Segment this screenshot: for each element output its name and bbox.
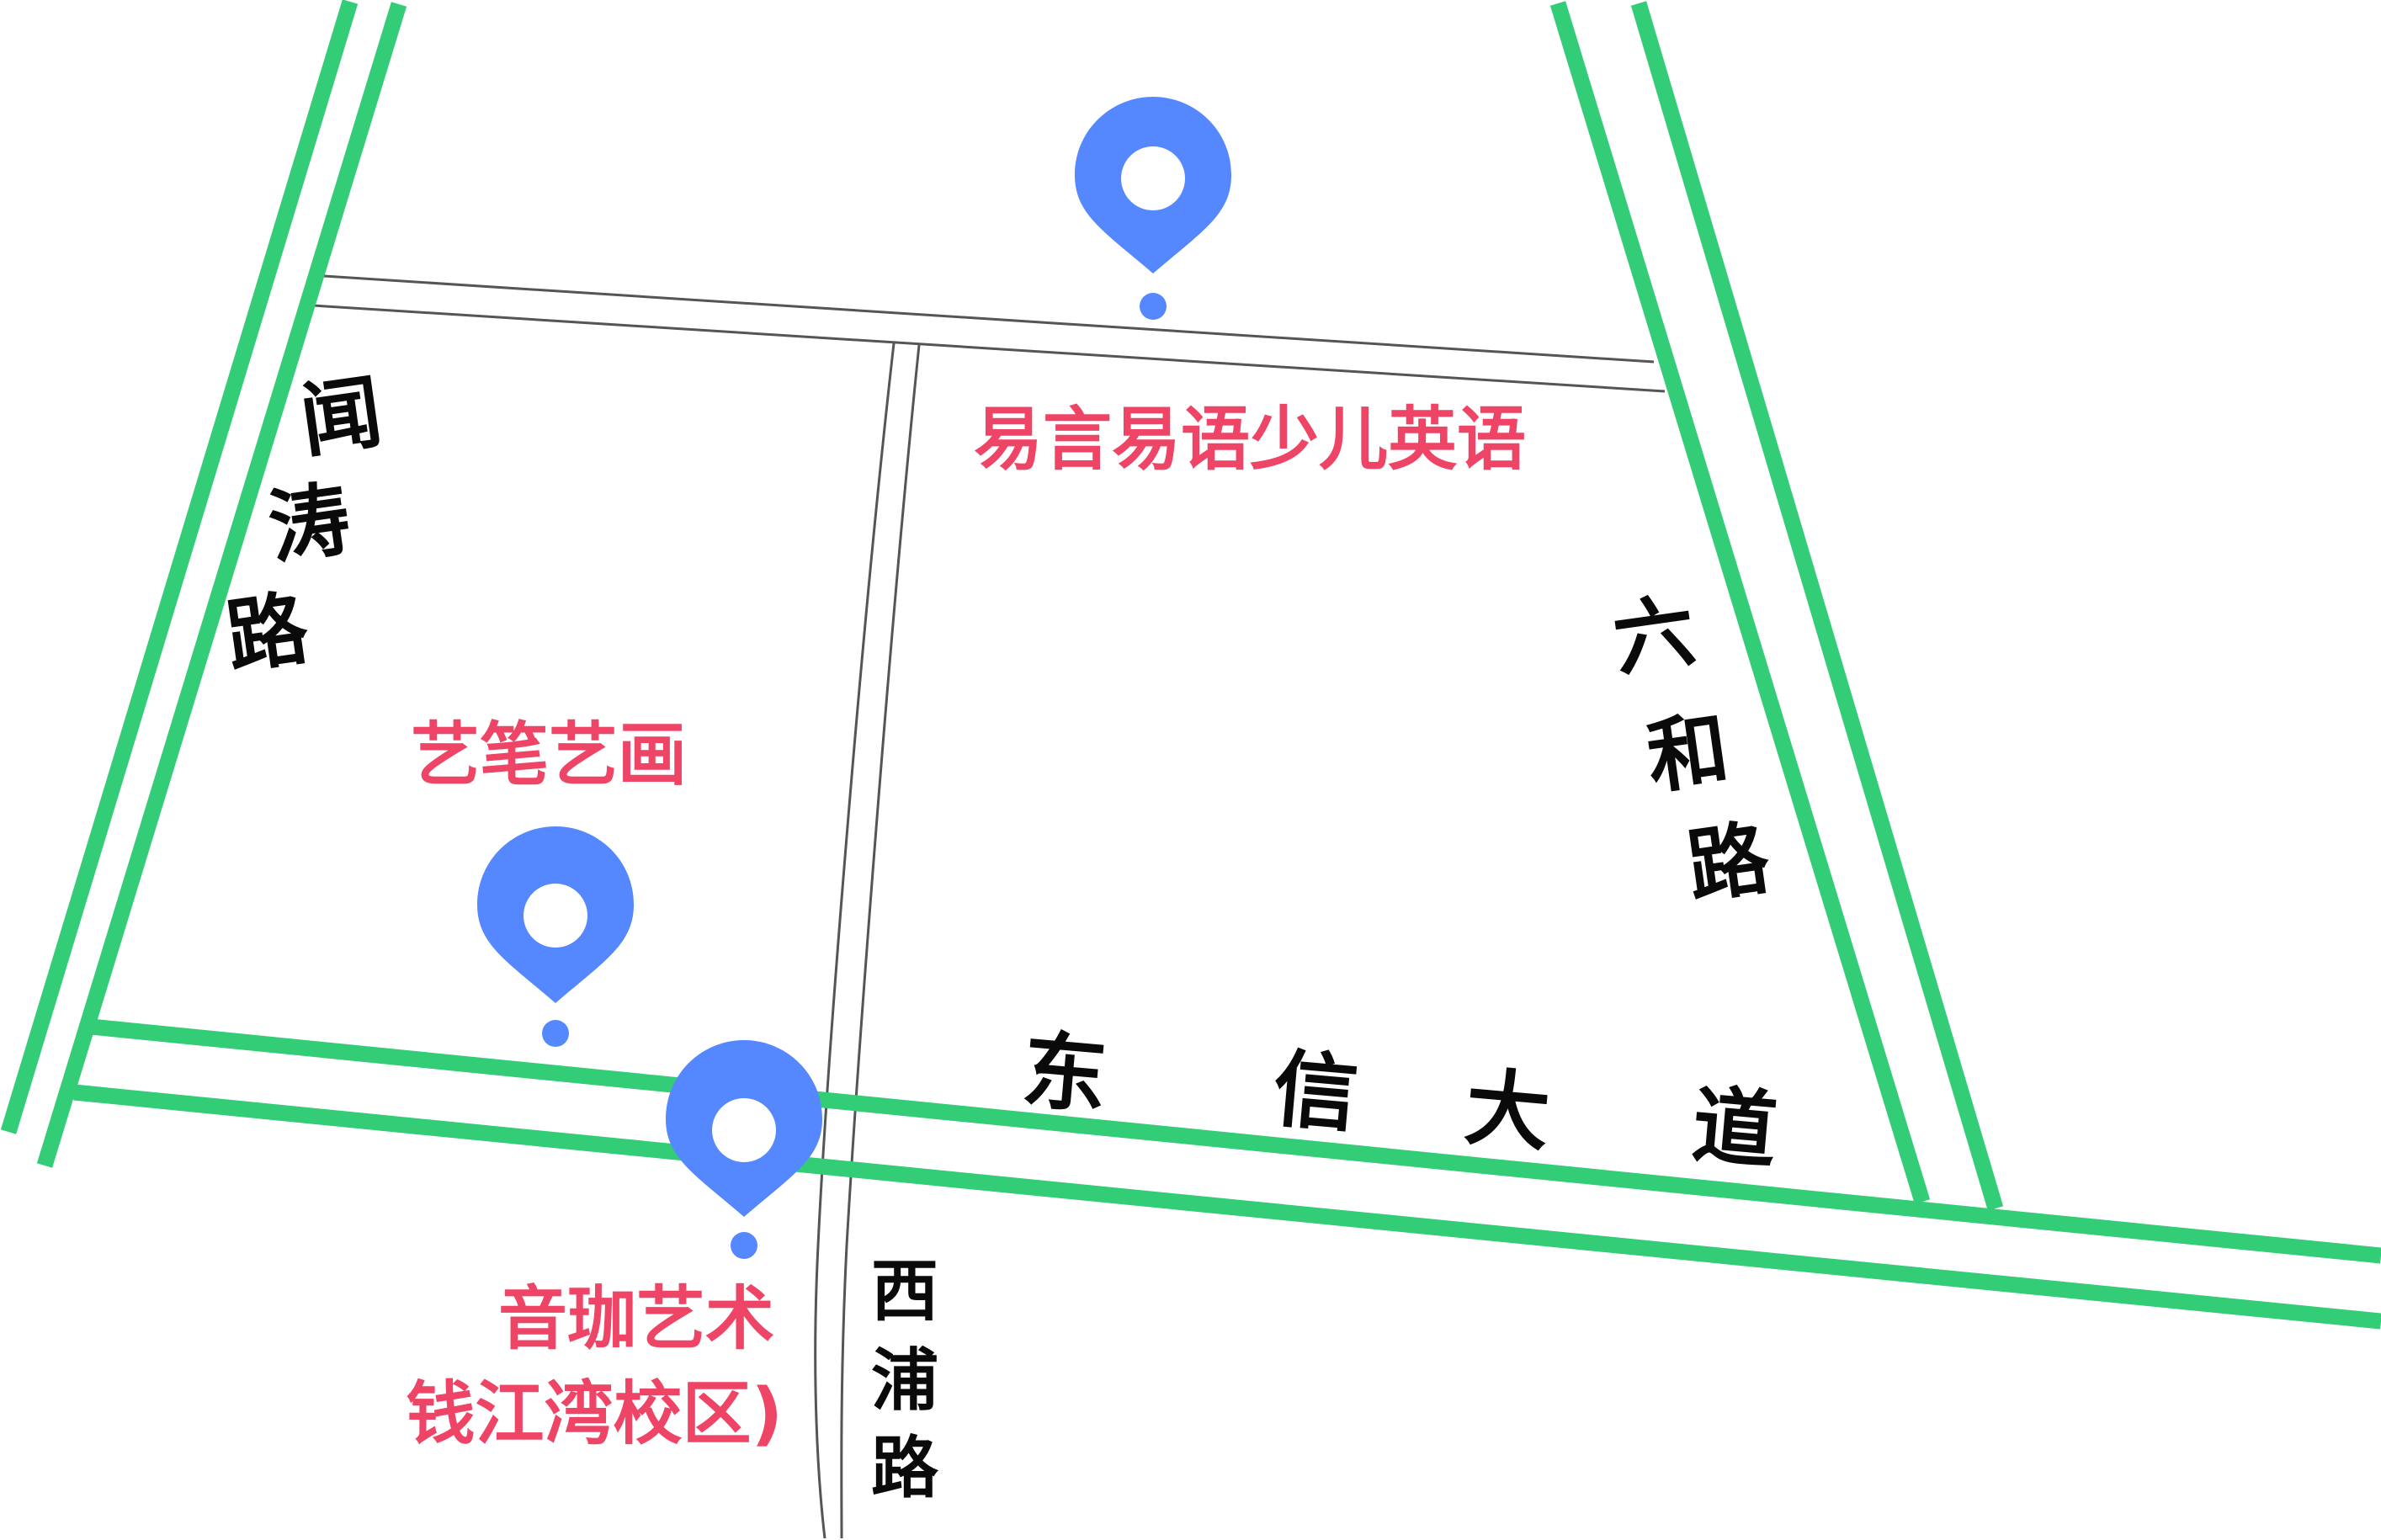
dongxin-road-label-char-3: 大 [1461,1058,1554,1163]
liuhe-road-edge-right [1630,1,2004,1211]
dongxin-road-label-char-2: 信 [1269,1039,1362,1144]
dongxin-road-label-char-4: 道 [1688,1075,1781,1181]
liuhe-road-edge-left [1549,1,1931,1204]
pin-location-dot [1140,293,1167,320]
poi-yiyan[interactable]: 易言易语少儿英语 [974,97,1526,480]
poi-yinjia-label-line-1: 音珈艺术 [498,1279,774,1359]
wentao-road-edge-right [36,2,407,1168]
wentao-road-label-char-1: 闻 [295,364,388,469]
wentao-road-label-char-2: 涛 [263,471,356,576]
poi-yiyan-label: 易言易语少儿英语 [974,400,1526,480]
xipu-road-label-char-2: 浦 [871,1341,938,1420]
poi-yibi[interactable]: 艺笔艺画 [411,715,687,1047]
pin-location-dot [542,1020,569,1047]
road-labels: 闻 涛 路 六 和 路 东 信 大 道 西 浦 路 [221,364,1781,1507]
xipu-road-label-char-3: 路 [871,1429,939,1507]
top-cross-road-edge-b [312,304,1666,393]
xipu-road-edge-a [814,343,896,1539]
poi-yinjia-label-line-2: 钱江湾校区) [407,1374,783,1454]
wentao-road-label-char-3: 路 [221,581,315,685]
pin-hole [712,1098,776,1162]
pin-hole [1121,146,1185,210]
pin-location-dot [731,1232,757,1259]
minor-roads [312,274,1666,1539]
dongxin-road-edge-bottom [73,1084,2381,1330]
liuhe-road-label-char-3: 路 [1682,810,1776,915]
wentao-road-edge-left [0,0,359,1134]
poi-yinjia[interactable]: 音珈艺术 钱江湾校区) [407,1040,822,1454]
liuhe-road-label-char-1: 六 [1608,583,1701,688]
xipu-road-label-char-1: 西 [871,1252,938,1330]
dongxin-road-label-char-1: 东 [1018,1021,1111,1126]
poi-yibi-label: 艺笔艺画 [411,715,687,795]
liuhe-road-label-char-2: 和 [1641,701,1735,805]
xipu-road-edge-b [840,344,921,1539]
top-cross-road-edge-a [323,274,1655,364]
pin-hole [524,884,587,948]
dongxin-road-edge-top [90,1018,2381,1264]
main-roads [0,0,2381,1330]
